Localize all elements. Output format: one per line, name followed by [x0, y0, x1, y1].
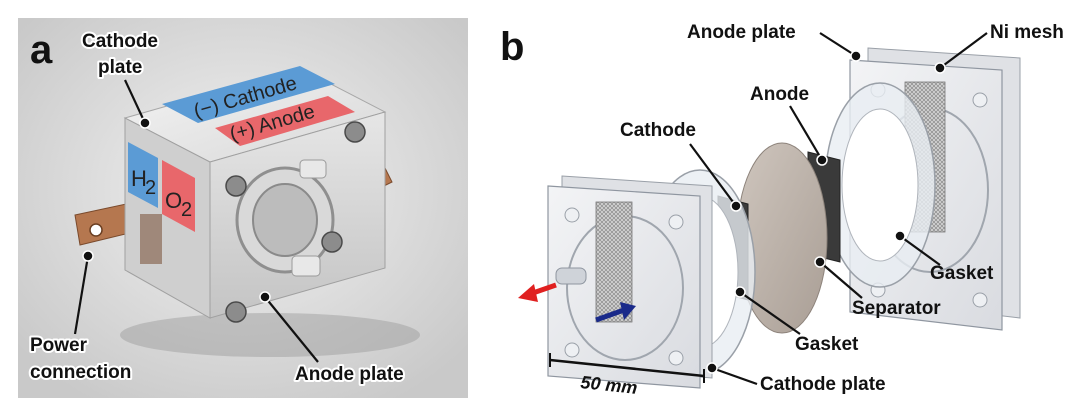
panel-a: (−) Cathode (+) Anode H 2 O 2 a Cathode	[18, 18, 468, 398]
leader-cathode-plate	[124, 79, 146, 124]
leader-separator	[819, 261, 863, 299]
label-power-connection-line1: Power	[30, 335, 88, 356]
hole	[668, 214, 684, 230]
port-bottom	[291, 255, 321, 277]
inlet-arrow-shaft	[595, 307, 625, 323]
copper-side-plate	[140, 214, 162, 264]
bolt	[225, 301, 247, 323]
label-anode-plate-b: Anode plate	[687, 22, 796, 43]
scale-bar-line	[549, 358, 705, 378]
hole	[564, 342, 580, 358]
h2-tag-subscript: 2	[145, 177, 156, 199]
leader-anode-plate-b	[819, 32, 857, 57]
leader-dot-ni-mesh	[934, 62, 946, 74]
cathode-mesh-b	[595, 201, 633, 323]
label-cathode-b: Cathode	[620, 120, 696, 141]
bolt	[321, 231, 343, 253]
panel-b-letter: b	[500, 25, 524, 69]
label-separator: Separator	[852, 298, 941, 319]
leader-dot-anode-plate-a	[259, 291, 271, 303]
label-power-connection-line2: connection	[30, 362, 131, 383]
label-gasket-right: Gasket	[930, 263, 994, 284]
gasket-right-hole	[841, 108, 919, 262]
leader-dot-anode-plate-b	[850, 50, 862, 62]
leader-dot-cathode-b	[730, 200, 742, 212]
label-anode-b: Anode	[750, 84, 809, 105]
leader-dot-gasket-right	[894, 230, 906, 242]
port-top	[299, 159, 327, 179]
bolt	[344, 121, 366, 143]
panel-b: b	[500, 22, 1064, 398]
leader-dot-cathode-plate-b	[706, 362, 718, 374]
o2-tag-text: O	[165, 188, 182, 213]
label-gasket-left: Gasket	[795, 334, 859, 355]
h2-tag	[128, 142, 158, 208]
leader-dot-cathode-plate	[139, 117, 151, 129]
inlet-arrow	[595, 302, 636, 323]
o2-tag	[162, 160, 195, 232]
leader-cathode-b	[689, 143, 737, 207]
leader-ni-mesh	[939, 32, 988, 69]
outlet-arrow-head	[518, 284, 538, 302]
label-ni-mesh: Ni mesh	[990, 22, 1064, 43]
leader-cathode-plate-b	[711, 366, 758, 386]
hole	[972, 92, 988, 108]
h2-tag-text: H	[131, 166, 147, 191]
outlet-port	[555, 267, 587, 285]
inlet-arrow-head	[620, 302, 636, 320]
device-shadow	[120, 313, 420, 357]
label-anode-plate-a: Anode plate	[295, 364, 404, 385]
cell-window-inner	[252, 183, 318, 257]
leader-gasket-right	[899, 235, 941, 266]
leader-gasket-left	[739, 291, 801, 335]
leader-anode-b	[789, 105, 823, 161]
power-tab-hole	[89, 223, 103, 237]
label-cathode-plate-b: Cathode plate	[760, 374, 886, 395]
cathode-tag	[162, 66, 335, 123]
anode-tag	[215, 96, 355, 146]
leader-anode-plate-a	[264, 296, 319, 363]
panel-a-letter: a	[30, 28, 53, 72]
hole	[668, 350, 684, 366]
outlet-arrow	[518, 282, 557, 302]
bolt	[225, 175, 247, 197]
hole	[564, 207, 580, 223]
leader-dot-anode-b	[816, 154, 828, 166]
o2-tag-subscript: 2	[181, 199, 192, 221]
leader-power-connection	[73, 255, 90, 335]
bolts	[225, 121, 366, 323]
label-cathode-plate-line1: Cathode	[82, 31, 158, 52]
label-cathode-plate-line2: plate	[98, 57, 142, 78]
leader-dot-power-connection	[82, 250, 94, 262]
leader-dot-separator	[814, 256, 826, 268]
hole	[972, 292, 988, 308]
leader-dot-gasket-left	[734, 286, 746, 298]
cathode-plate-b	[547, 175, 713, 389]
